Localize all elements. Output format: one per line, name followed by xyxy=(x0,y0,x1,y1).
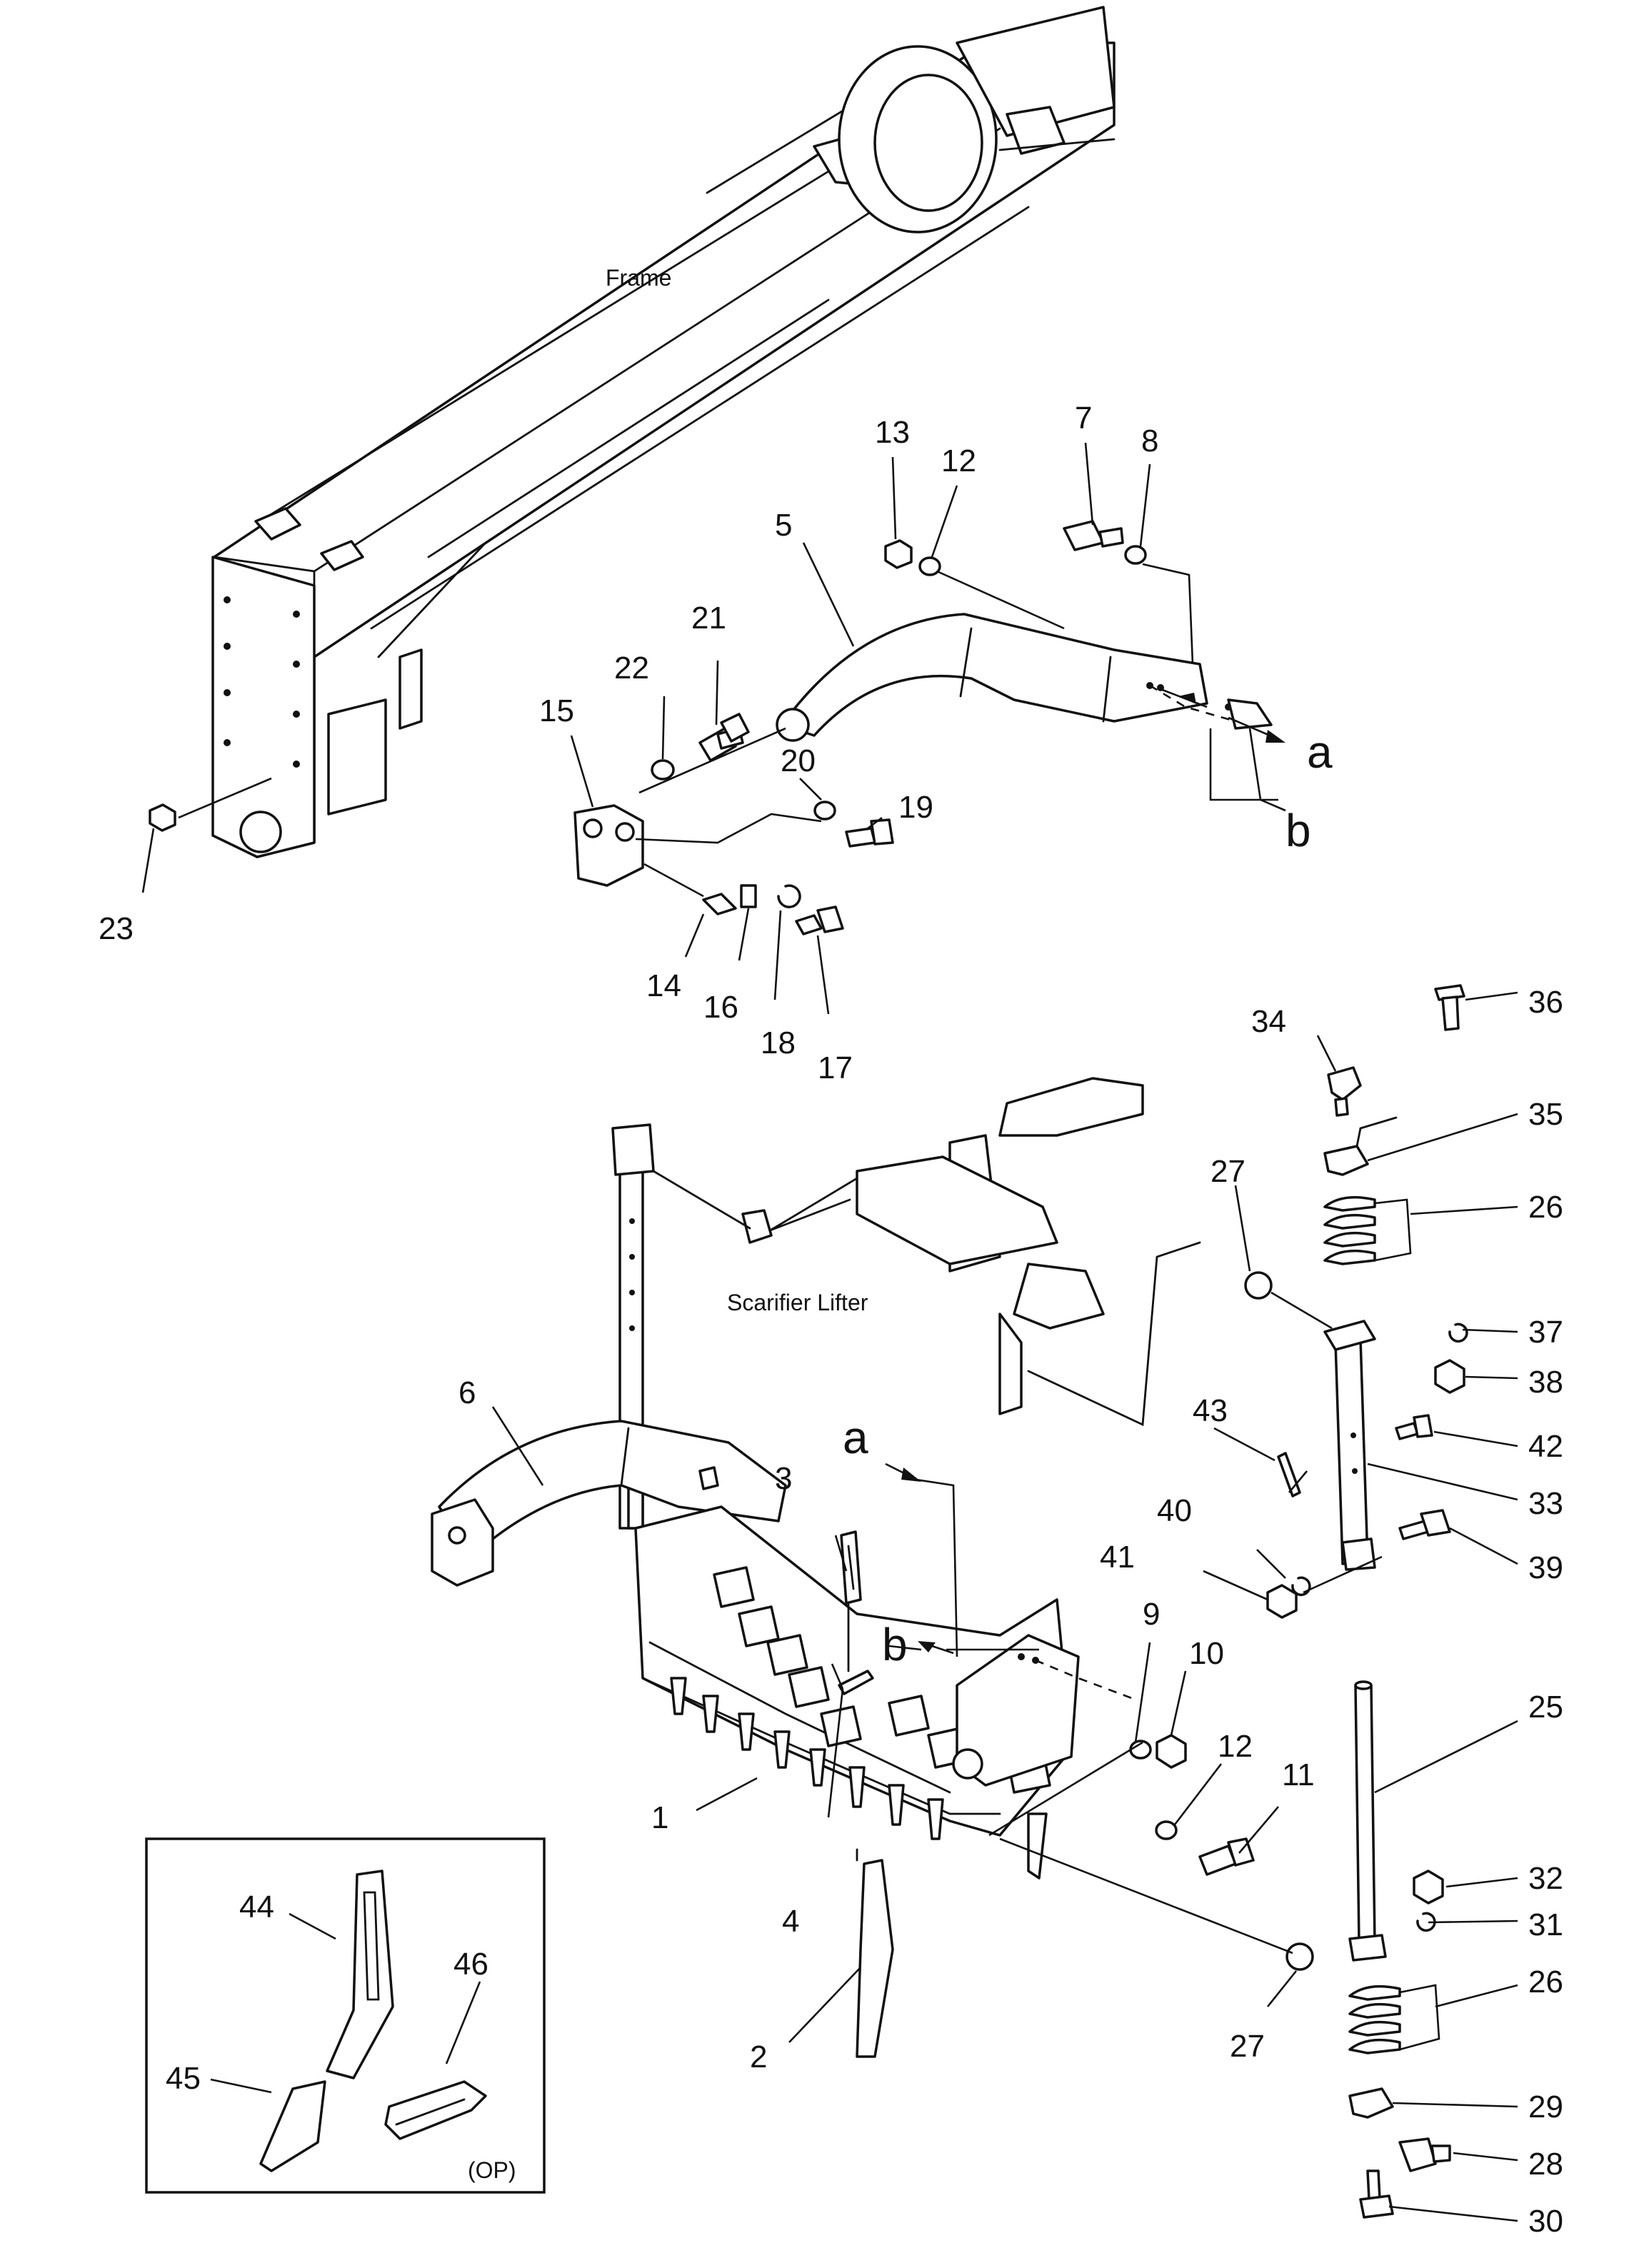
callout-28: 28 xyxy=(1528,2147,1563,2182)
callout-1: 1 xyxy=(651,1800,668,1835)
callout-12-mid: 12 xyxy=(1218,1729,1253,1764)
callout-26-bottom: 26 xyxy=(1528,1965,1563,1999)
callout-3: 3 xyxy=(775,1461,792,1496)
callout-16: 16 xyxy=(703,990,738,1025)
callout-45: 45 xyxy=(166,2061,201,2096)
scarifier-beam-1 xyxy=(634,1505,1080,1880)
callout-7: 7 xyxy=(1075,401,1092,436)
frame-label: Frame xyxy=(606,265,671,291)
callout-34: 34 xyxy=(1251,1004,1286,1039)
optional-label: (OP) xyxy=(468,2157,516,2183)
callout-42: 42 xyxy=(1528,1429,1563,1464)
callout-12-top: 12 xyxy=(941,443,976,478)
callout-18: 18 xyxy=(761,1025,796,1060)
callout-10: 10 xyxy=(1189,1636,1224,1671)
callout-19: 19 xyxy=(898,790,933,825)
callout-22: 22 xyxy=(614,651,649,686)
callout-46: 46 xyxy=(453,1947,488,1982)
callout-15: 15 xyxy=(539,693,574,728)
callout-44: 44 xyxy=(239,1890,274,1925)
callout-6: 6 xyxy=(458,1375,476,1410)
callout-23: 23 xyxy=(99,911,134,946)
callout-2: 2 xyxy=(750,2039,767,2074)
callout-38: 38 xyxy=(1528,1365,1563,1400)
scarifier-arm-6 xyxy=(431,1420,787,1587)
callout-29: 29 xyxy=(1528,2089,1563,2124)
callout-17: 17 xyxy=(818,1050,853,1085)
callout-43: 43 xyxy=(1193,1393,1228,1428)
callout-13: 13 xyxy=(875,415,910,450)
callout-32: 32 xyxy=(1528,1861,1563,1896)
callout-37: 37 xyxy=(1528,1315,1563,1350)
callout-numbers: 13 12 7 8 5 21 22 15 20 19 23 14 16 18 1… xyxy=(99,401,1563,2239)
right-hardware xyxy=(1244,984,1468,2219)
callout-21: 21 xyxy=(691,601,726,636)
callout-25: 25 xyxy=(1528,1690,1563,1725)
callout-26-top: 26 xyxy=(1528,1190,1563,1225)
reference-letters: a b a b xyxy=(843,726,1333,1670)
callout-4: 4 xyxy=(782,1904,799,1939)
leader-lines xyxy=(141,442,1518,2222)
callout-9: 9 xyxy=(1143,1597,1160,1632)
ref-a-top: a xyxy=(1307,726,1333,778)
callout-40: 40 xyxy=(1157,1493,1192,1528)
callout-27-bottom: 27 xyxy=(1230,2029,1265,2064)
scarifier-arm-5 xyxy=(776,613,1273,742)
callout-39: 39 xyxy=(1528,1550,1563,1585)
callout-27-top: 27 xyxy=(1211,1154,1245,1189)
callout-5: 5 xyxy=(775,508,792,543)
mid-hardware xyxy=(838,1530,1314,2058)
reference-arrows xyxy=(885,688,1285,1655)
callout-20: 20 xyxy=(781,743,816,778)
ref-b-mid: b xyxy=(882,1619,908,1670)
callout-14: 14 xyxy=(646,968,681,1003)
callout-35: 35 xyxy=(1528,1097,1563,1132)
callout-31: 31 xyxy=(1528,1907,1563,1942)
callout-33: 33 xyxy=(1528,1486,1563,1521)
ref-b-top: b xyxy=(1285,805,1311,856)
callout-30: 30 xyxy=(1528,2204,1563,2239)
top-hardware xyxy=(149,520,1147,935)
callout-11: 11 xyxy=(1282,1757,1315,1792)
scarifier-lifter-label: Scarifier Lifter xyxy=(727,1290,868,1315)
callout-8: 8 xyxy=(1141,423,1158,458)
ref-a-mid: a xyxy=(843,1412,868,1463)
frame-assembly xyxy=(211,6,1116,858)
optional-parts-inset xyxy=(145,1837,546,2194)
callout-36: 36 xyxy=(1528,985,1563,1020)
callout-41: 41 xyxy=(1100,1540,1135,1575)
